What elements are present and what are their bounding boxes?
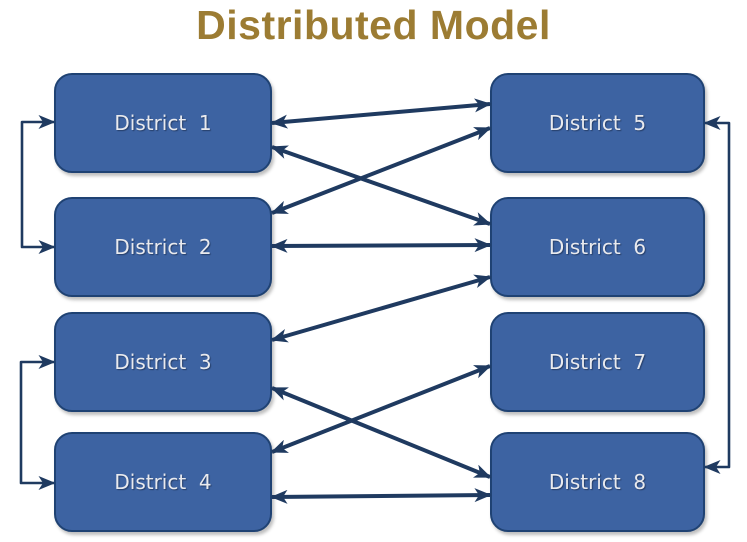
edge-district3-district6: [270, 274, 492, 343]
node-district-5: District 5: [490, 73, 705, 173]
node-district-8: District 8: [490, 432, 705, 532]
edge-district1-district5: [270, 98, 492, 129]
node-district-3-label: District 3: [114, 350, 212, 374]
edge-district4-district7: [270, 364, 492, 454]
diagram-title: Distributed Model: [196, 2, 551, 48]
edge-district3-district8: [270, 386, 492, 479]
node-district-6: District 6: [490, 197, 705, 297]
node-district-3: District 3: [54, 312, 272, 412]
node-district-5-label: District 5: [548, 111, 647, 135]
node-district-7: District 7: [490, 312, 705, 412]
node-district-1: District 1: [54, 73, 272, 173]
edge-district2-district5: [270, 126, 492, 215]
edge-district5-district8: [703, 116, 731, 474]
node-district-1-label: District 1: [114, 111, 212, 135]
edge-district2-district6: [270, 238, 492, 253]
node-district-2-label: District 2: [114, 235, 212, 259]
node-district-7-label: District 7: [548, 350, 647, 374]
node-district-4-label: District 4: [114, 470, 212, 494]
node-district-6-label: District 6: [548, 235, 647, 259]
edge-district1-district6: [270, 145, 492, 226]
node-district-4: District 4: [54, 432, 272, 532]
node-district-2: District 2: [54, 197, 272, 297]
edge-district3-district4: [19, 355, 56, 490]
edge-district1-district2: [20, 115, 56, 254]
node-district-8-label: District 8: [548, 470, 647, 494]
edge-district4-district8: [270, 488, 492, 504]
